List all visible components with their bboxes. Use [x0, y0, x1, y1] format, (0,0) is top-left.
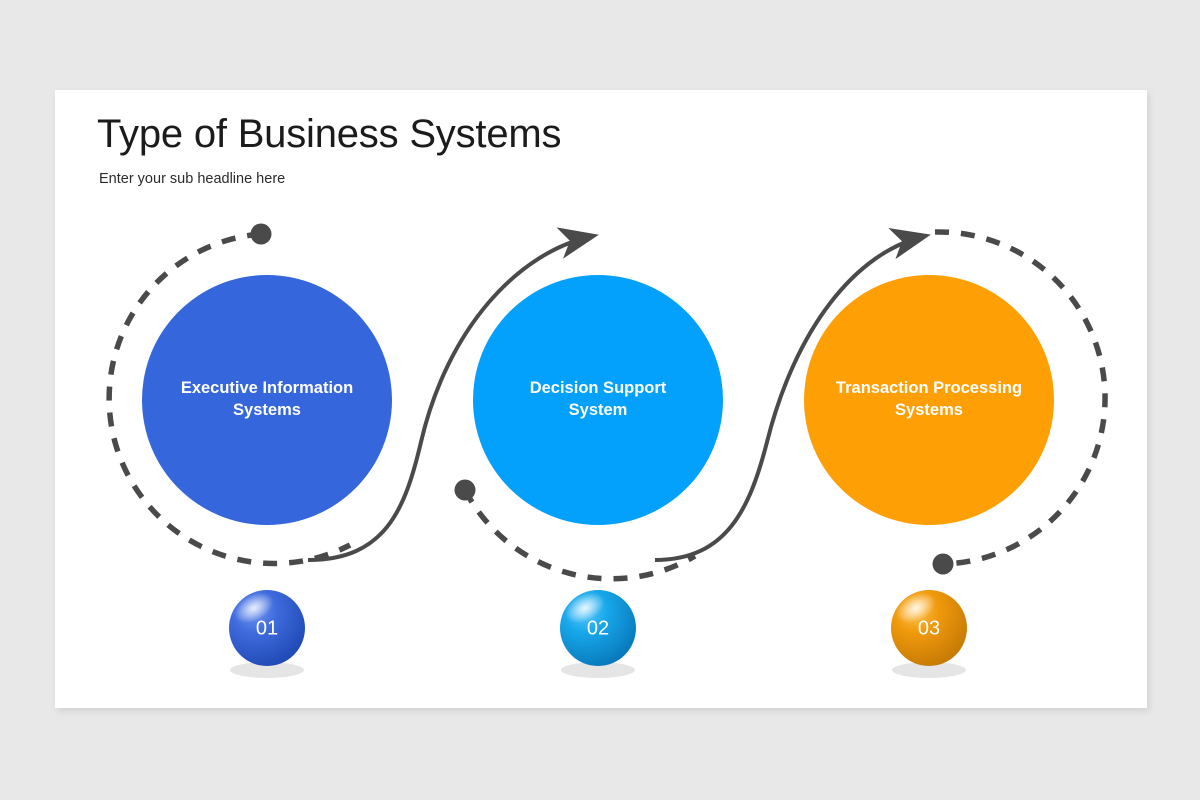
connector-dashed-3 [932, 229, 1108, 575]
process-diagram [106, 223, 1108, 678]
page-title: Type of Business Systems [97, 112, 562, 156]
page-subtitle: Enter your sub headline here [99, 171, 286, 187]
connector-dashed-1 [106, 223, 352, 567]
slide-canvas: Type of Business Systems Enter your sub … [55, 90, 1147, 708]
node-circle-3[interactable] [804, 275, 1054, 525]
connector-arrow-2 [654, 228, 931, 562]
node-circle-2[interactable] [473, 275, 723, 525]
connector-dot-3 [932, 553, 954, 575]
badge-sphere-3[interactable] [891, 587, 967, 678]
connector-dot-1 [250, 223, 272, 245]
badge-sphere-2[interactable] [560, 587, 636, 678]
connector-dashed-2 [454, 479, 697, 582]
node-circle-1[interactable] [142, 275, 392, 525]
connector-arrow-1 [307, 227, 599, 562]
badge-sphere-1[interactable] [229, 587, 305, 678]
connector-dot-2 [454, 479, 476, 501]
